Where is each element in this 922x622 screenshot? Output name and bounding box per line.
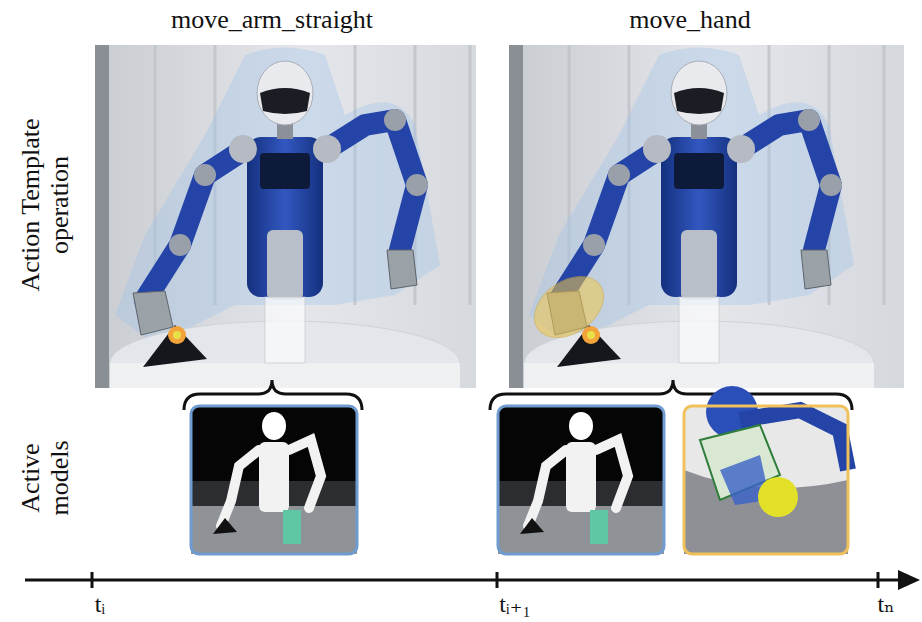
time-label: tᵢ₊₁ xyxy=(470,591,560,617)
time-label: tₙ xyxy=(856,591,916,617)
row-heading: Action Template operation xyxy=(17,80,74,330)
column-heading: move_hand xyxy=(540,6,840,35)
time-label: tᵢ xyxy=(70,591,130,617)
column-heading: move_arm_straight xyxy=(92,6,452,35)
row-heading: Active models xyxy=(17,423,74,533)
